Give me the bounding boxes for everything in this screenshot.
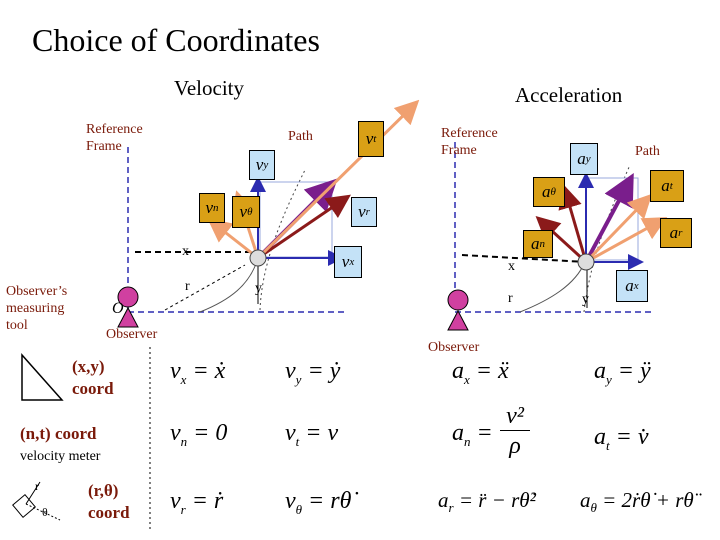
eq-an-denominator: ρ [509, 433, 521, 459]
acceleration-diagram [447, 142, 668, 331]
acceleration-observer-label: Observer [428, 340, 480, 355]
velocity-r-line [164, 264, 246, 311]
acceleration-path-label: Path [635, 144, 660, 159]
eq-vt: vt = v [285, 420, 339, 449]
velocity-origin-label: O [112, 300, 124, 317]
acceleration-x-dashed-line [461, 254, 587, 263]
acceleration-heading: Acceleration [515, 83, 623, 107]
acceleration-vector-ar [585, 217, 668, 264]
velocity-path-curve [259, 169, 306, 311]
eq-ar: ar = r̈ − rθ̇² [438, 488, 536, 516]
acceleration-vector-at [584, 193, 653, 264]
acceleration-particle [577, 253, 595, 271]
velocity-reference-frame-label: Reference Frame [86, 122, 143, 154]
rtheta-tool-icon [12, 481, 61, 521]
xy-coord-label: (x,y) coord [72, 357, 114, 398]
eq-vn: vn = 0 [170, 420, 228, 449]
acceleration-r-arc [519, 261, 586, 313]
velocity-vector-vt [256, 99, 420, 260]
rtheta-tool-theta: θ [42, 505, 48, 519]
rtheta-coord-label: (r,θ) coord [88, 481, 130, 522]
xy-triangle-ruler-icon [21, 353, 64, 401]
nt-coord-label: (n,t) coord [20, 424, 97, 443]
velocity-heading: Velocity [174, 76, 244, 100]
acceleration-vector-an [535, 215, 588, 264]
velocity-y-label: y [255, 281, 262, 296]
page-title: Choice of Coordinates [32, 22, 320, 58]
eq-vtheta: vθ = rθ̇ [285, 488, 352, 517]
velocity-particle [249, 249, 267, 267]
rtheta-tool-r: r [35, 479, 39, 493]
velocity-path-label: Path [288, 129, 313, 144]
velocity-vector-vn [207, 218, 259, 260]
acceleration-reference-frame-label: Reference Frame [441, 126, 498, 158]
velocity-x-label: x [182, 244, 189, 259]
observer-tool-label: Observer’s measuring tool [6, 284, 68, 333]
velocity-observer-body [117, 306, 139, 328]
acceleration-observer-head [447, 289, 469, 311]
velocity-meter-label: velocity meter [20, 449, 101, 464]
velocity-vector-vr [257, 194, 351, 260]
velocity-r-label: r [185, 279, 190, 294]
eq-vy: vy = ẏ [285, 358, 341, 387]
eq-an-numerator: v² [500, 402, 530, 431]
eq-ax: ax = ẍ [452, 358, 509, 387]
acceleration-r-label: r [508, 291, 513, 306]
acceleration-vector-atheta [558, 184, 588, 263]
eq-an-fraction: v² ρ [500, 402, 530, 461]
velocity-observer-label: Observer [106, 327, 158, 342]
acceleration-observer-body [447, 309, 469, 331]
eq-vr: vr = ṙ [170, 488, 224, 517]
acceleration-y-label: y [582, 292, 589, 307]
eq-atheta: aθ = 2ṙθ̇ + rθ̈ [580, 488, 694, 516]
eq-an: an = [452, 420, 493, 449]
acceleration-x-label: x [508, 259, 515, 274]
eq-vx: vx = ẋ [170, 358, 226, 387]
acceleration-vector-purple [584, 172, 634, 263]
eq-at: at = v̇ [594, 424, 649, 453]
eq-ay: ay = ÿ [594, 358, 651, 387]
